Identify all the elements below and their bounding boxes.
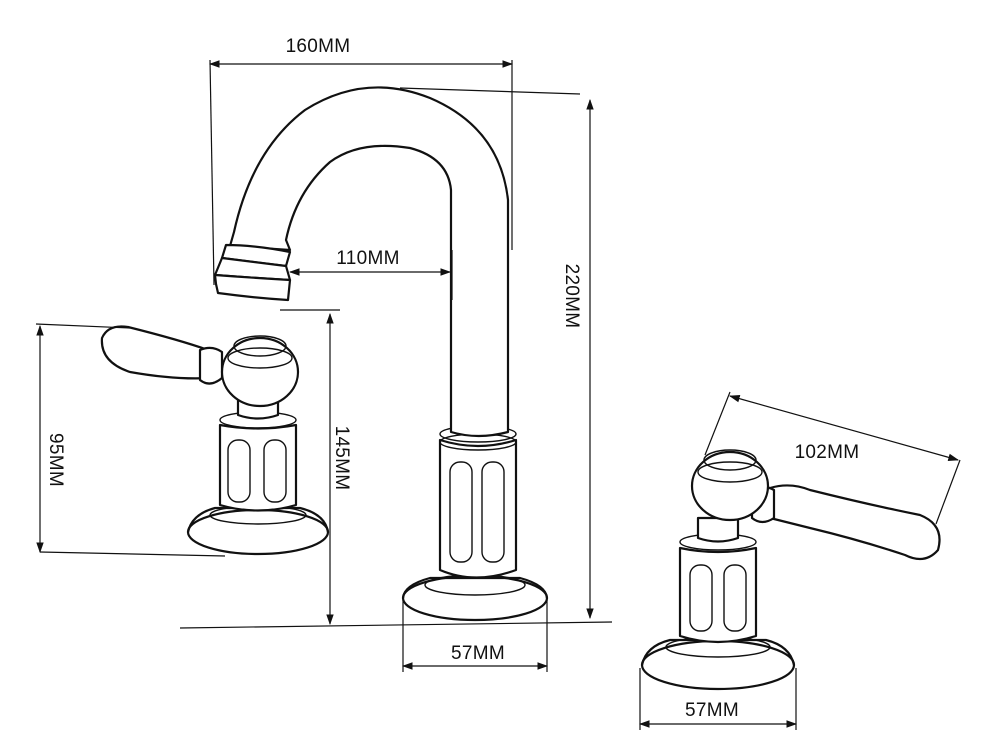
label-220mm: 220MM <box>561 264 582 329</box>
dimension-lines <box>35 59 961 730</box>
left-lever <box>100 325 212 380</box>
right-base-plate <box>640 639 796 691</box>
label-57mm-handle: 57MM <box>685 700 739 721</box>
spout-faucet <box>213 86 549 622</box>
spout-base-plate <box>401 574 549 622</box>
spout-aerator <box>213 273 292 302</box>
right-valve-body <box>678 546 758 644</box>
spout-body <box>438 438 518 579</box>
label-95mm: 95MM <box>45 433 66 487</box>
label-110mm: 110MM <box>336 248 399 269</box>
right-handle-valve <box>640 449 941 691</box>
left-base-plate <box>186 508 330 556</box>
left-knob <box>220 336 300 408</box>
spout-neck <box>228 86 510 438</box>
right-lever <box>768 484 941 561</box>
label-145mm: 145MM <box>331 426 352 491</box>
label-160mm: 160MM <box>286 36 351 57</box>
label-102mm: 102MM <box>795 442 860 463</box>
label-57mm-spout: 57MM <box>451 643 505 664</box>
left-handle-valve <box>100 325 330 556</box>
